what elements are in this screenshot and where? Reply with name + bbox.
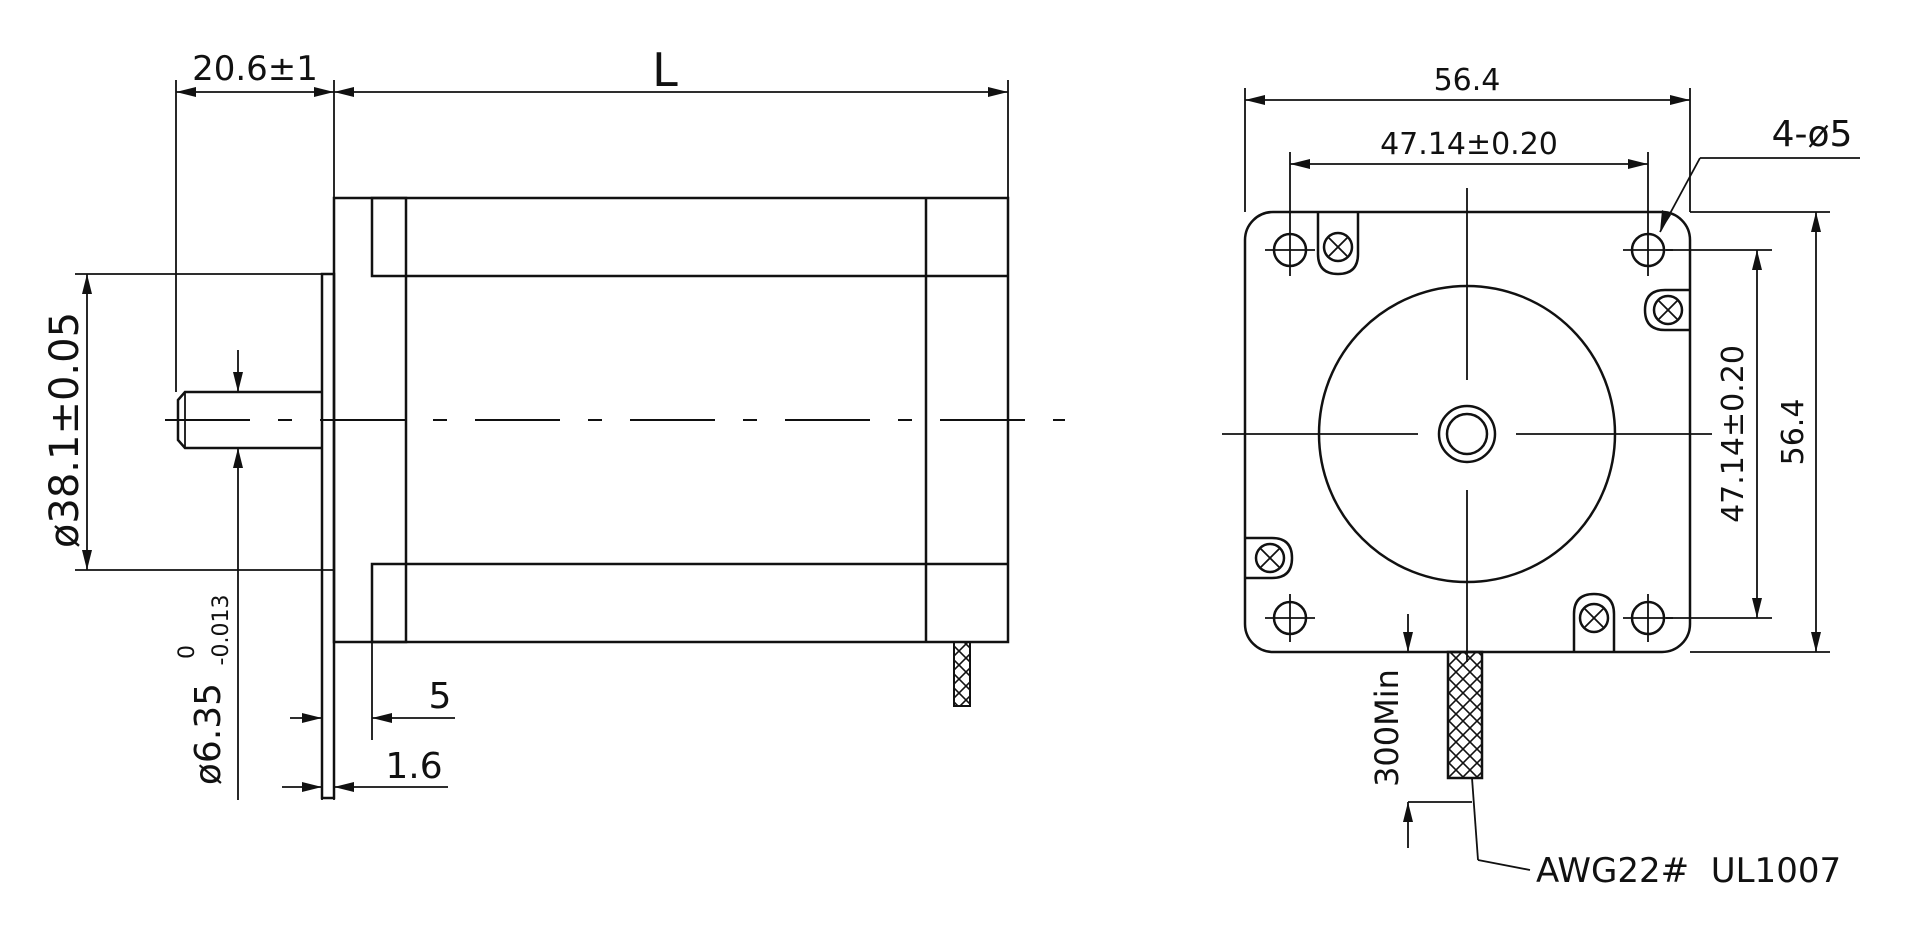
- shaft-circle-outer: [1437, 404, 1497, 464]
- dim-body-length: L: [652, 43, 678, 97]
- screw-tab-left: [1245, 536, 1294, 580]
- screw-tab-bottom: [1572, 592, 1616, 652]
- front-view: 56.4 47.14±0.20 4-ø5 47.14±0.20 56.4: [1222, 63, 1860, 891]
- front-cap-bottom: [370, 562, 408, 644]
- wire-spec-label: AWG22# UL1007: [1536, 851, 1841, 891]
- dim-hole-spacing-h: 47.14±0.20: [1380, 127, 1558, 162]
- front-lead-wire: [1446, 650, 1484, 780]
- flange-plate: [320, 272, 336, 800]
- screw-tab-right: [1643, 288, 1690, 332]
- dim-overall-width: 56.4: [1434, 63, 1501, 98]
- dim-shaft-tol-lower: -0.013: [209, 595, 234, 666]
- dim-flange-offset: 5: [429, 676, 452, 717]
- dim-lead-length: 300Min: [1368, 669, 1406, 787]
- mount-hole-tr: [1623, 226, 1673, 276]
- dim-hole-callout: 4-ø5: [1772, 114, 1853, 155]
- shaft-circle-inner: [1445, 412, 1489, 456]
- dim-shaft-tol-upper: 0: [175, 645, 200, 659]
- dim-hole-spacing-v: 47.14±0.20: [1716, 345, 1751, 523]
- mount-hole-br: [1623, 594, 1673, 642]
- dim-shaft-diameter: ø6.35: [188, 683, 229, 785]
- screw-tab-top: [1316, 212, 1360, 276]
- mount-hole-bl: [1265, 594, 1315, 642]
- side-view: 20.6±1 L ø38.1±0.05 ø6.35 0 -0.013 5: [42, 43, 1065, 800]
- dim-shaft-length: 20.6±1: [192, 49, 318, 89]
- dim-overall-height: 56.4: [1776, 399, 1811, 466]
- mount-hole-tl: [1265, 226, 1315, 276]
- front-cap-top: [370, 196, 408, 278]
- dim-flange-thickness: 1.6: [385, 746, 442, 787]
- side-lead-wire: [953, 641, 971, 707]
- dim-pilot-diameter: ø38.1±0.05: [42, 312, 88, 548]
